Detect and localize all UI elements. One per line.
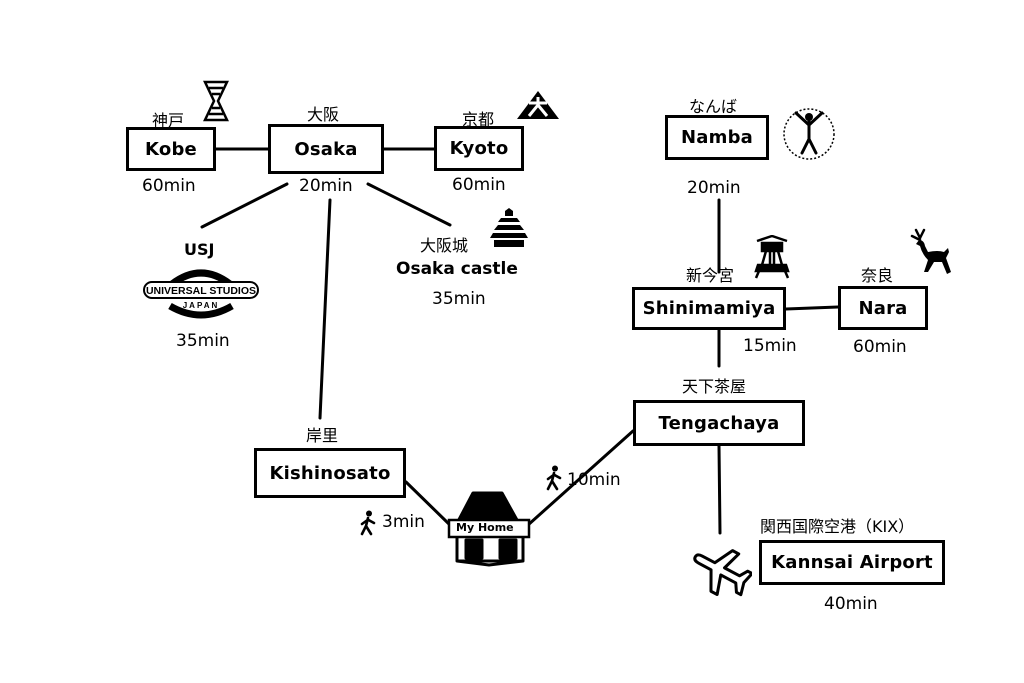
namba-time: 20min (687, 178, 741, 198)
tsutenkaku-icon (754, 235, 790, 279)
usj-logo-text: UNIVERSAL STUDIOS (146, 285, 256, 297)
glico-sign-icon (783, 108, 835, 160)
line-shinimamiya-nara (784, 305, 840, 311)
nara-time: 60min (853, 337, 907, 357)
tengachaya-jp-label: 天下茶屋 (682, 377, 747, 396)
line-osaka-castle (366, 182, 452, 227)
station-tengachaya[interactable]: Tengachaya (633, 400, 805, 446)
kobe-jp-label: 神戸 (152, 111, 185, 130)
airport-time: 40min (824, 594, 878, 614)
station-kyoto[interactable]: Kyoto (434, 126, 524, 171)
kyoto-jp-label: 京都 (462, 110, 495, 129)
castle-time: 35min (432, 289, 486, 309)
house-icon (447, 491, 531, 567)
line-kishinosato-home (404, 480, 452, 527)
osaka-jp-label: 大阪 (307, 105, 340, 124)
castle-icon (490, 208, 528, 247)
kyoto-time: 60min (452, 175, 506, 195)
station-kishinosato[interactable]: Kishinosato (254, 448, 406, 498)
home-label: My Home (456, 521, 514, 534)
shinimamiya-time: 15min (743, 336, 797, 356)
kishinosato-jp-label: 岸里 (306, 426, 339, 445)
nara-jp-label: 奈良 (861, 266, 894, 285)
station-nara[interactable]: Nara (838, 286, 928, 330)
shinimamiya-jp-label: 新今宮 (686, 266, 735, 285)
airplane-icon (693, 549, 752, 597)
station-osaka[interactable]: Osaka (268, 124, 384, 174)
universal-globe-icon: UNIVERSAL STUDIOS JAPAN (143, 269, 259, 319)
namba-jp-label: なんば (689, 97, 738, 116)
walking-person-icon (360, 510, 376, 536)
station-shinimamiya[interactable]: Shinimamiya (632, 287, 786, 330)
station-kobe[interactable]: Kobe (126, 127, 216, 171)
osaka-time: 20min (299, 176, 353, 196)
walking-person-icon-2 (546, 465, 562, 491)
usj-time: 35min (176, 331, 230, 351)
line-home-tengachaya (526, 429, 635, 527)
airport-jp-label: 関西国際空港（KIX） (760, 517, 915, 536)
line-osaka-usj (200, 182, 289, 229)
kobe-time: 60min (142, 176, 196, 196)
usj-logo-subtext: JAPAN (183, 301, 220, 310)
usj-label: USJ (184, 240, 215, 259)
kobe-tower-icon (203, 80, 229, 122)
deer-icon (910, 228, 951, 274)
walk-tengachaya-time: 10min (567, 470, 621, 490)
daimonji-icon (517, 91, 559, 119)
station-kannsai-airport[interactable]: Kannsai Airport (759, 540, 945, 585)
castle-label: Osaka castle (396, 259, 518, 279)
walk-kishinosato-time: 3min (382, 512, 425, 532)
station-namba[interactable]: Namba (665, 115, 769, 160)
line-tengachaya-airport (717, 444, 722, 535)
line-osaka-kishinosato (318, 198, 332, 420)
castle-jp-label: 大阪城 (420, 236, 469, 255)
